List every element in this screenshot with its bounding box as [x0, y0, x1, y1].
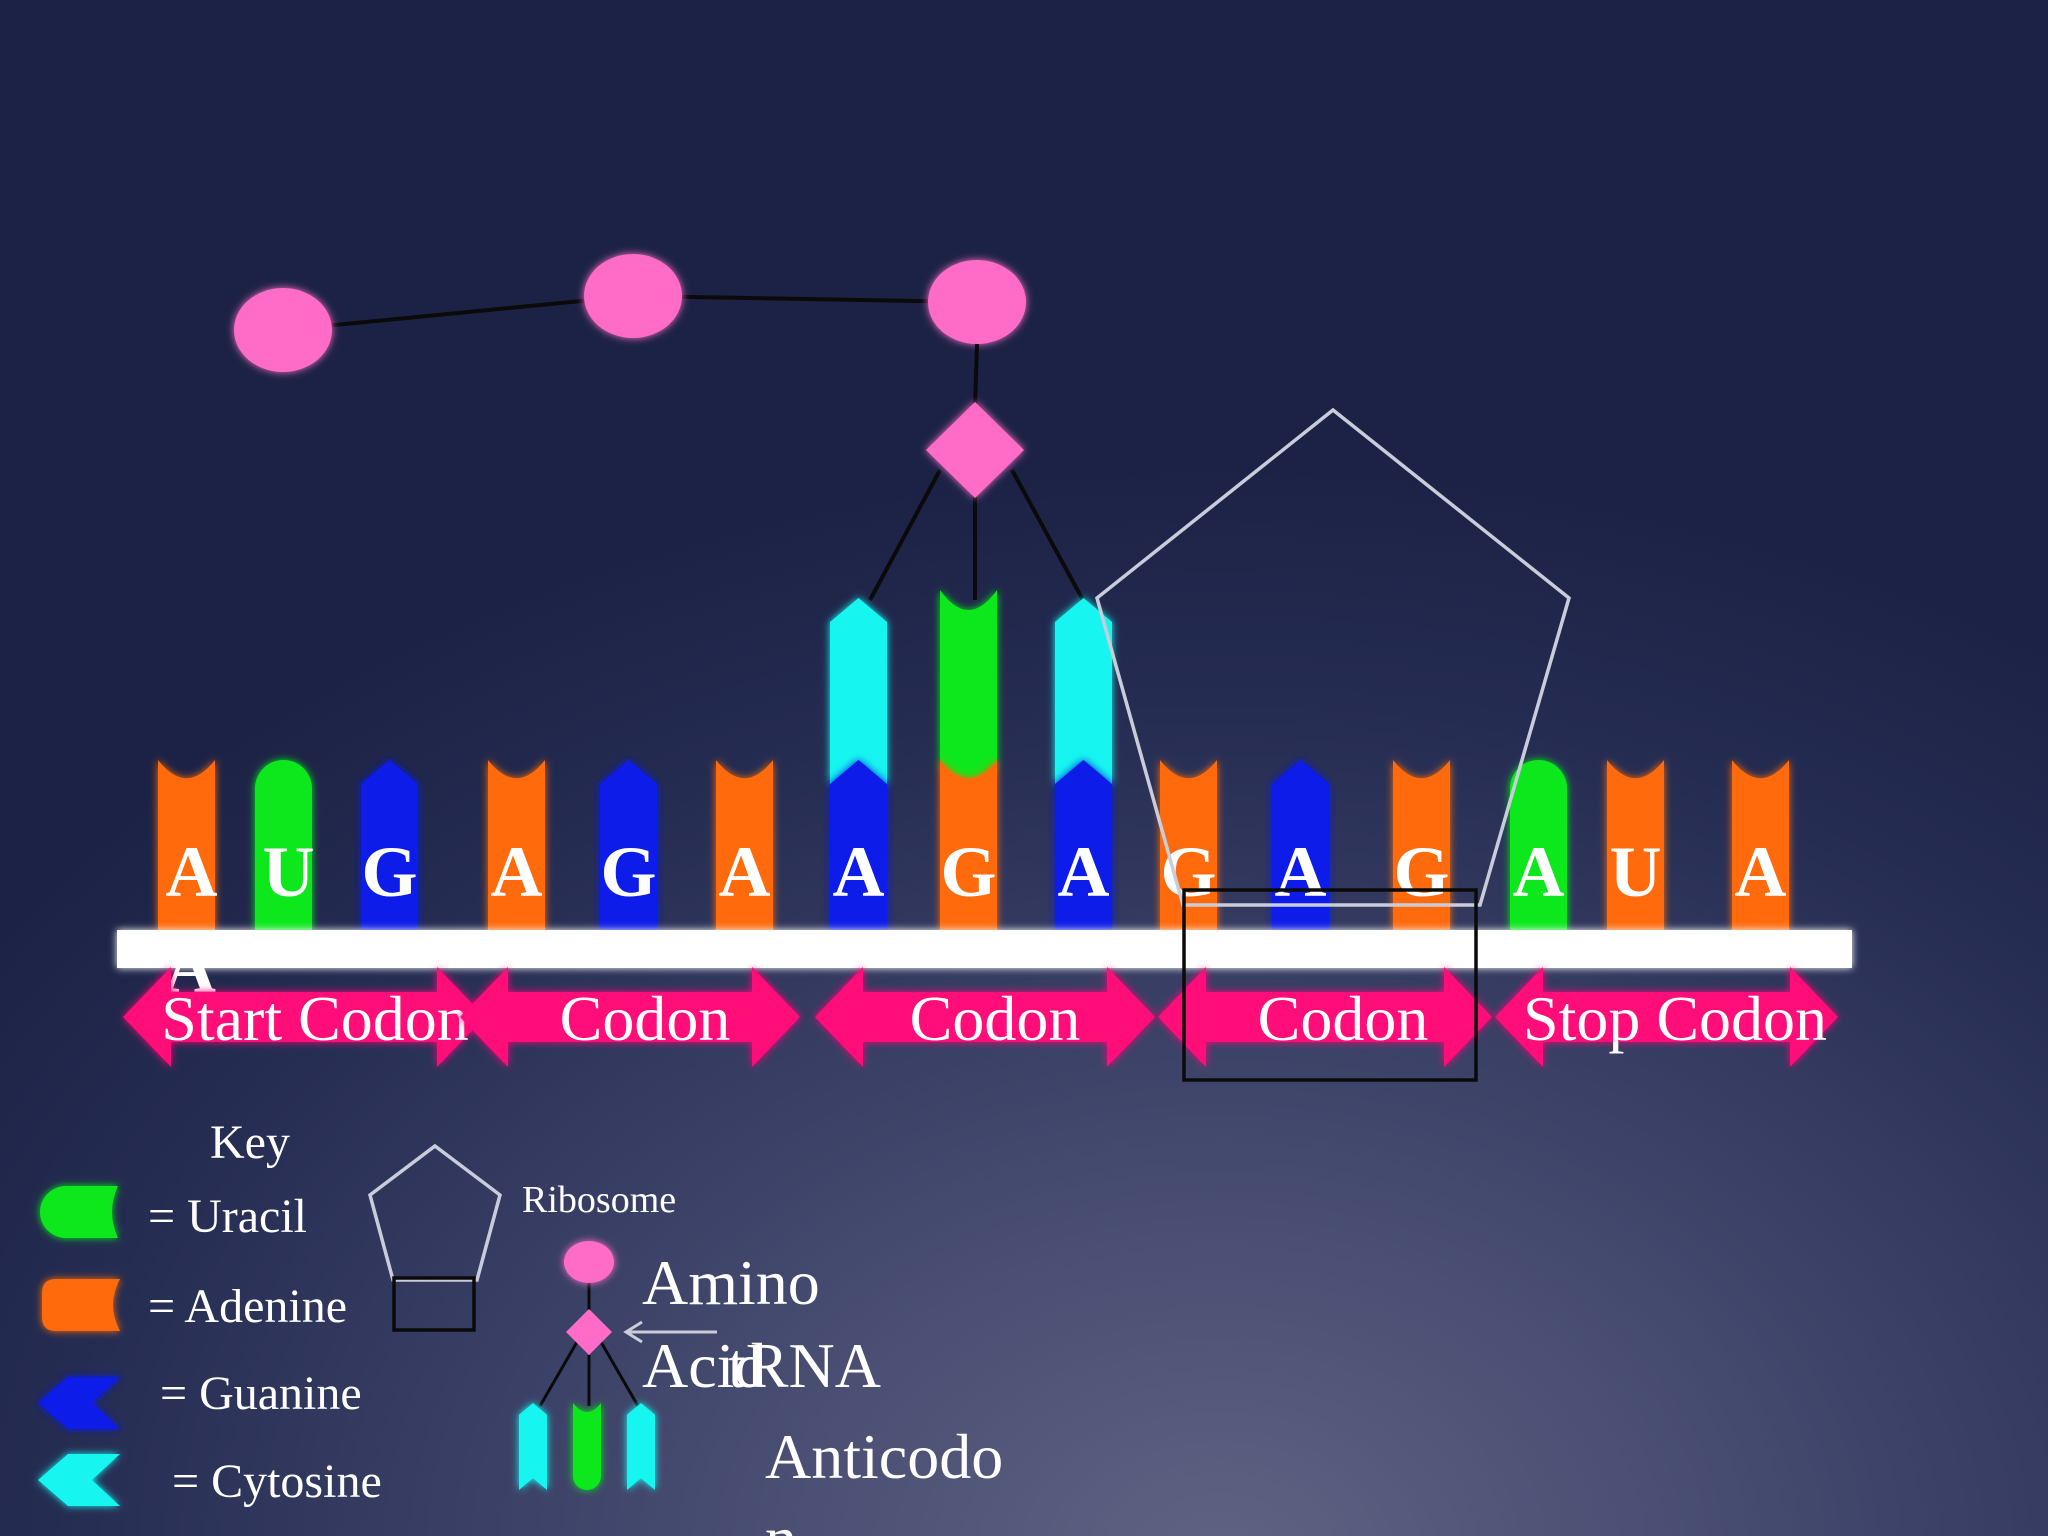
- base-letter: A: [1513, 832, 1565, 912]
- nucleotide-guanine: [361, 760, 418, 931]
- base-letter: U: [1610, 832, 1662, 912]
- key-label-cytosine: = Cytosine: [172, 1455, 382, 1508]
- key-anticodon-uracil: [573, 1403, 601, 1490]
- trna-stem: [973, 343, 979, 406]
- nucleotide-uracil: [1510, 760, 1567, 931]
- base-letter: G: [600, 832, 656, 912]
- base-letter: A: [1275, 832, 1327, 912]
- base-letter: A: [719, 832, 771, 912]
- codon-arrow: [460, 967, 800, 1067]
- amino-acid-bead: [928, 260, 1026, 344]
- ribosome-outline: [1095, 407, 1572, 907]
- nucleotide-adenine: [1607, 760, 1664, 931]
- codon-label: Codon: [910, 983, 1081, 1054]
- base-letter: G: [1160, 832, 1216, 912]
- trna-molecule: [830, 343, 1112, 785]
- key-title: Key: [210, 1116, 290, 1169]
- key-anticodon-icon: [519, 1403, 655, 1490]
- key-swatch-cytosine: [38, 1454, 120, 1506]
- trna-diamond: [926, 402, 1024, 498]
- key-label-uracil: = Uracil: [148, 1190, 307, 1243]
- codon-label: Codon: [1258, 983, 1429, 1054]
- codon-arrow: [1495, 967, 1838, 1067]
- base-letter: G: [361, 832, 417, 912]
- base-letter: A: [833, 832, 885, 912]
- key-swatch-uracil: [40, 1186, 118, 1238]
- base-letter: A: [166, 832, 218, 912]
- nucleotide-guanine: [600, 760, 657, 931]
- nucleotide-guanine: [1055, 760, 1112, 931]
- polypeptide-chain: [234, 254, 1026, 372]
- key-trna-diamond-icon: [566, 1309, 612, 1355]
- codon-arrows: Start Codon Codon Codon Codon Stop Codon: [123, 967, 1838, 1067]
- anticodon-cytosine: [830, 598, 887, 785]
- key-label-adenine: = Adenine: [148, 1280, 347, 1333]
- key: Key = Uracil = Adenine = Guanine = Cytosine…: [38, 1116, 1003, 1536]
- base-letter: G: [1393, 832, 1449, 912]
- key-anticodon-cytosine: [627, 1403, 655, 1490]
- nucleotide-uracil: [255, 760, 312, 931]
- key-ribosome-site-box: [392, 1276, 476, 1332]
- key-trna-icon: [519, 1241, 655, 1490]
- codon-arrow: [815, 967, 1155, 1067]
- codon-arrow: [123, 967, 485, 1067]
- trna-anticodon: [830, 590, 1112, 785]
- amino-acid-label-line1: Amino: [642, 1247, 820, 1318]
- base-letter: A: [491, 832, 543, 912]
- codon-label: Codon: [560, 983, 731, 1054]
- base-letter: G: [940, 832, 996, 912]
- trna-label: tRNA: [728, 1330, 881, 1401]
- anticodon-uracil: [940, 590, 997, 785]
- ribosome-site-box: [1182, 888, 1478, 1082]
- peptide-bond: [282, 294, 634, 332]
- key-label-guanine: = Guanine: [160, 1367, 362, 1420]
- trna-stem: [1010, 469, 1085, 601]
- mrna-bases: [158, 760, 1789, 931]
- key-ribosome-icon: [368, 1143, 502, 1282]
- nucleotide-adenine: [158, 760, 215, 931]
- key-anticodon-cytosine: [519, 1403, 547, 1490]
- nucleotide-adenine: [1732, 760, 1789, 931]
- amino-acid-label-line2: Acid: [642, 1330, 766, 1401]
- key-items: = Uracil = Adenine = Guanine = Cytosine: [38, 1186, 382, 1508]
- anticodon-label-line1: Anticodo: [765, 1421, 1003, 1492]
- codon-arrow: [1158, 967, 1492, 1067]
- trna-stem: [868, 469, 942, 601]
- base-letter: U: [263, 832, 315, 912]
- base-letter: A: [1735, 832, 1787, 912]
- ribosome-label: Ribosome: [522, 1179, 676, 1221]
- mrna-strand: [117, 930, 1852, 968]
- nucleotide-adenine: [488, 760, 545, 931]
- key-pointer-arrowhead: [623, 1320, 643, 1344]
- anticodon-cytosine: [1055, 598, 1112, 785]
- nucleotide-adenine: [716, 760, 773, 931]
- amino-acid-bead: [234, 288, 332, 372]
- codon-label: Stop Codon: [1523, 983, 1827, 1054]
- nucleotide-adenine: [940, 760, 997, 931]
- nucleotide-guanine: [830, 760, 887, 931]
- key-swatch-adenine: [42, 1279, 120, 1331]
- base-letter: A: [1058, 832, 1110, 912]
- codon-label: Start Codon: [161, 983, 469, 1054]
- key-amino-acid-icon: [564, 1241, 614, 1283]
- key-swatch-guanine: [38, 1377, 120, 1429]
- ribosome: [1095, 407, 1572, 1082]
- peptide-bond: [632, 294, 978, 304]
- anticodon-label-line2: n: [765, 1503, 797, 1536]
- amino-acid-bead: [584, 254, 682, 338]
